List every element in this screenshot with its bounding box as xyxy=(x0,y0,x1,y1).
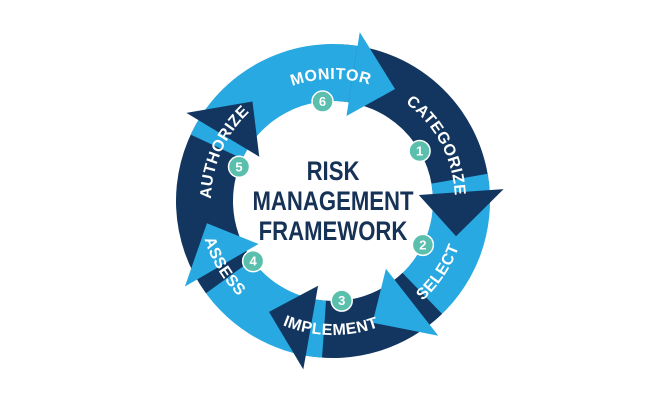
step-label-monitor: MONITOR xyxy=(289,66,374,90)
arrow-head-select xyxy=(372,268,439,336)
step-number: 1 xyxy=(416,144,423,159)
step-number: 3 xyxy=(338,293,345,308)
title-line-1: RISK xyxy=(307,157,360,187)
step-badge-6: 6 xyxy=(311,90,334,113)
step-number: 5 xyxy=(235,159,242,174)
step-number: 4 xyxy=(250,254,258,269)
step-number: 2 xyxy=(419,237,426,252)
arrow-head-monitor xyxy=(346,32,396,117)
arrow-head-authorize xyxy=(186,101,260,157)
step-badge-5: 5 xyxy=(227,155,251,179)
step-badge-3: 3 xyxy=(330,289,353,312)
arrow-head-implement xyxy=(269,285,319,370)
arrow-head-assess xyxy=(184,223,259,287)
arrow-head-categorize xyxy=(418,189,504,237)
step-badge-1: 1 xyxy=(408,139,431,163)
title-line-3: FRAMEWORK xyxy=(259,217,408,247)
title-line-2: MANAGEMENT xyxy=(252,187,413,217)
step-number: 6 xyxy=(319,94,326,109)
step-badge-2: 2 xyxy=(411,233,435,257)
center-title: RISK MANAGEMENT FRAMEWORK xyxy=(252,157,413,247)
arrow-body-implement xyxy=(305,272,443,358)
step-badge-4: 4 xyxy=(241,249,265,273)
